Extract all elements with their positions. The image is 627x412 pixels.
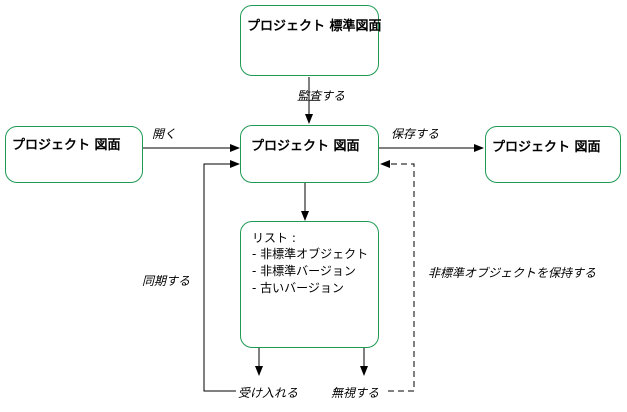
open-label: 開く [152, 127, 177, 141]
issue-list-item: - 古いバージョン [252, 281, 344, 295]
source-drawing-title: プロジェクト 図面 [12, 138, 121, 153]
audit-label: 監査する [297, 89, 346, 103]
ignore-label: 無視する [331, 386, 380, 400]
issue-list-item: - 非標準バージョン [252, 264, 356, 278]
sync-label: 同期する [142, 274, 191, 288]
saved-drawing-node: プロジェクト 図面 [485, 126, 621, 183]
standard-drawing-title: プロジェクト 標準図面 [247, 19, 382, 34]
source-drawing-node: プロジェクト 図面 [5, 126, 143, 183]
saved-drawing-title: プロジェクト 図面 [492, 140, 601, 155]
keep-nonstandard-loop-arrow [380, 160, 415, 392]
accept-label: 受け入れる [238, 386, 299, 400]
center-drawing-title: プロジェクト 図面 [251, 139, 360, 154]
center-drawing-node: プロジェクト 図面 [240, 125, 379, 183]
issue-list-item: - 非標準オブジェクト [252, 247, 369, 261]
issue-list-heading: リスト : [252, 231, 296, 245]
sync-loop-arrow [203, 160, 240, 392]
issue-list-node: リスト : - 非標準オブジェクト - 非標準バージョン - 古いバージョン [240, 221, 379, 348]
save-label: 保存する [391, 127, 440, 141]
standard-drawing-node: プロジェクト 標準図面 [240, 5, 382, 76]
keep-nonstandard-label: 非標準オブジェクトを保持する [428, 266, 597, 280]
